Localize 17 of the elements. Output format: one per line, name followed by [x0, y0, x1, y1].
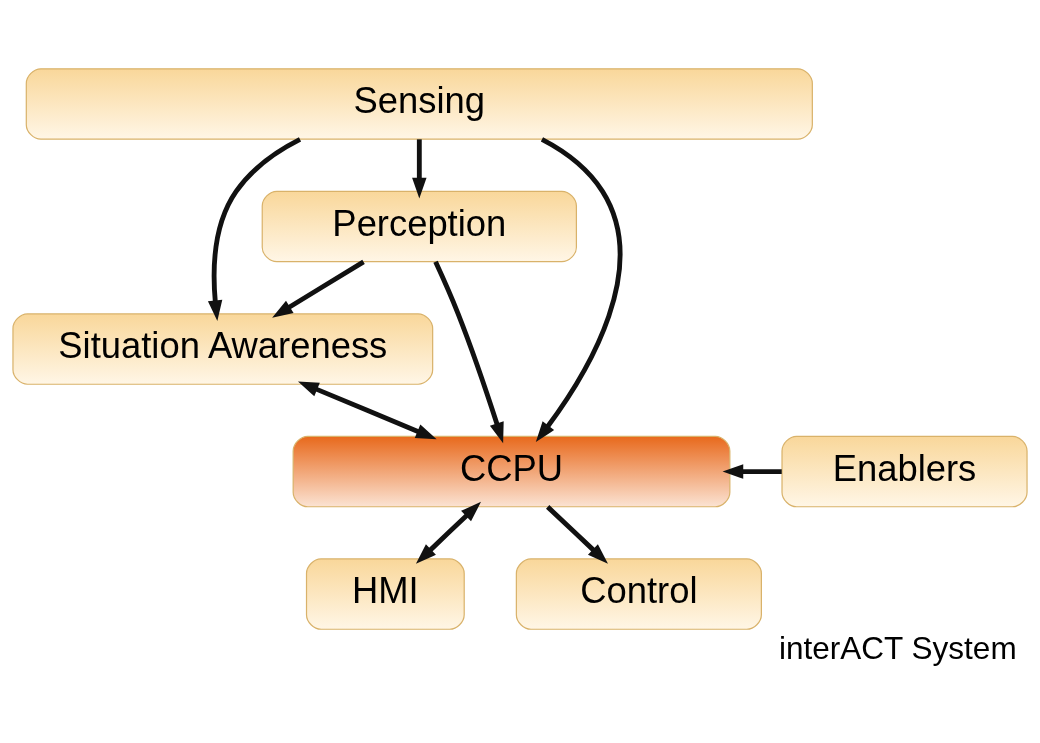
- arrow: [412, 139, 427, 199]
- arrow: [433, 260, 504, 444]
- node-box: HMI: [305, 558, 465, 630]
- arrow: [415, 501, 482, 564]
- arrow: [297, 381, 437, 440]
- node-box: Control: [515, 558, 762, 630]
- node-box: Enablers: [781, 435, 1028, 508]
- node-box: Perception: [261, 190, 577, 263]
- arrow: [722, 464, 782, 479]
- arrow: [546, 505, 608, 564]
- node-box: Sensing: [25, 68, 813, 140]
- arrow: [535, 137, 623, 443]
- arrow: [272, 259, 365, 318]
- caption: interACT System: [779, 630, 1017, 667]
- arrow: [207, 137, 302, 322]
- node-box: CCPU: [292, 435, 731, 508]
- node-box: Situation Awareness: [12, 313, 434, 385]
